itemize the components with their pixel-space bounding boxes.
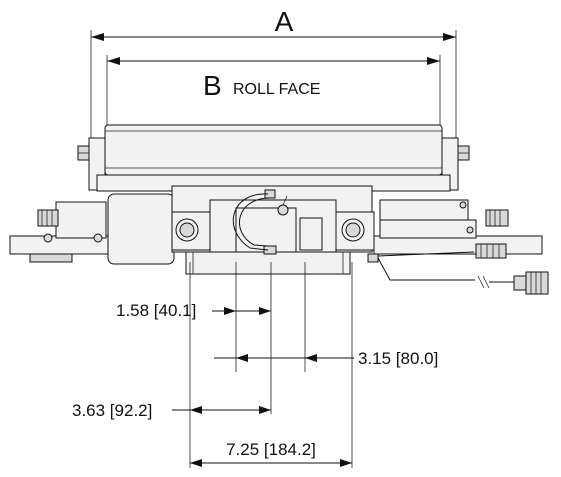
lower-dimensions: 1.58 [40.1] 3.15 [80.0] 3.63 [92.2] 7.25… bbox=[72, 262, 438, 468]
dim-3-63: 3.63 [92.2] bbox=[72, 401, 152, 420]
dim-7-25: 7.25 [184.2] bbox=[226, 440, 316, 459]
dimension-a: A bbox=[90, 6, 457, 145]
label-a: A bbox=[275, 6, 294, 37]
dim-1-58: 1.58 [40.1] bbox=[116, 301, 196, 320]
label-b: B bbox=[203, 70, 222, 101]
dimension-b-roll-face: B ROLL FACE bbox=[106, 55, 441, 128]
roller bbox=[77, 124, 470, 192]
label-roll-face: ROLL FACE bbox=[233, 81, 320, 98]
dim-3-15: 3.15 [80.0] bbox=[358, 349, 438, 368]
base-assembly bbox=[9, 185, 549, 295]
